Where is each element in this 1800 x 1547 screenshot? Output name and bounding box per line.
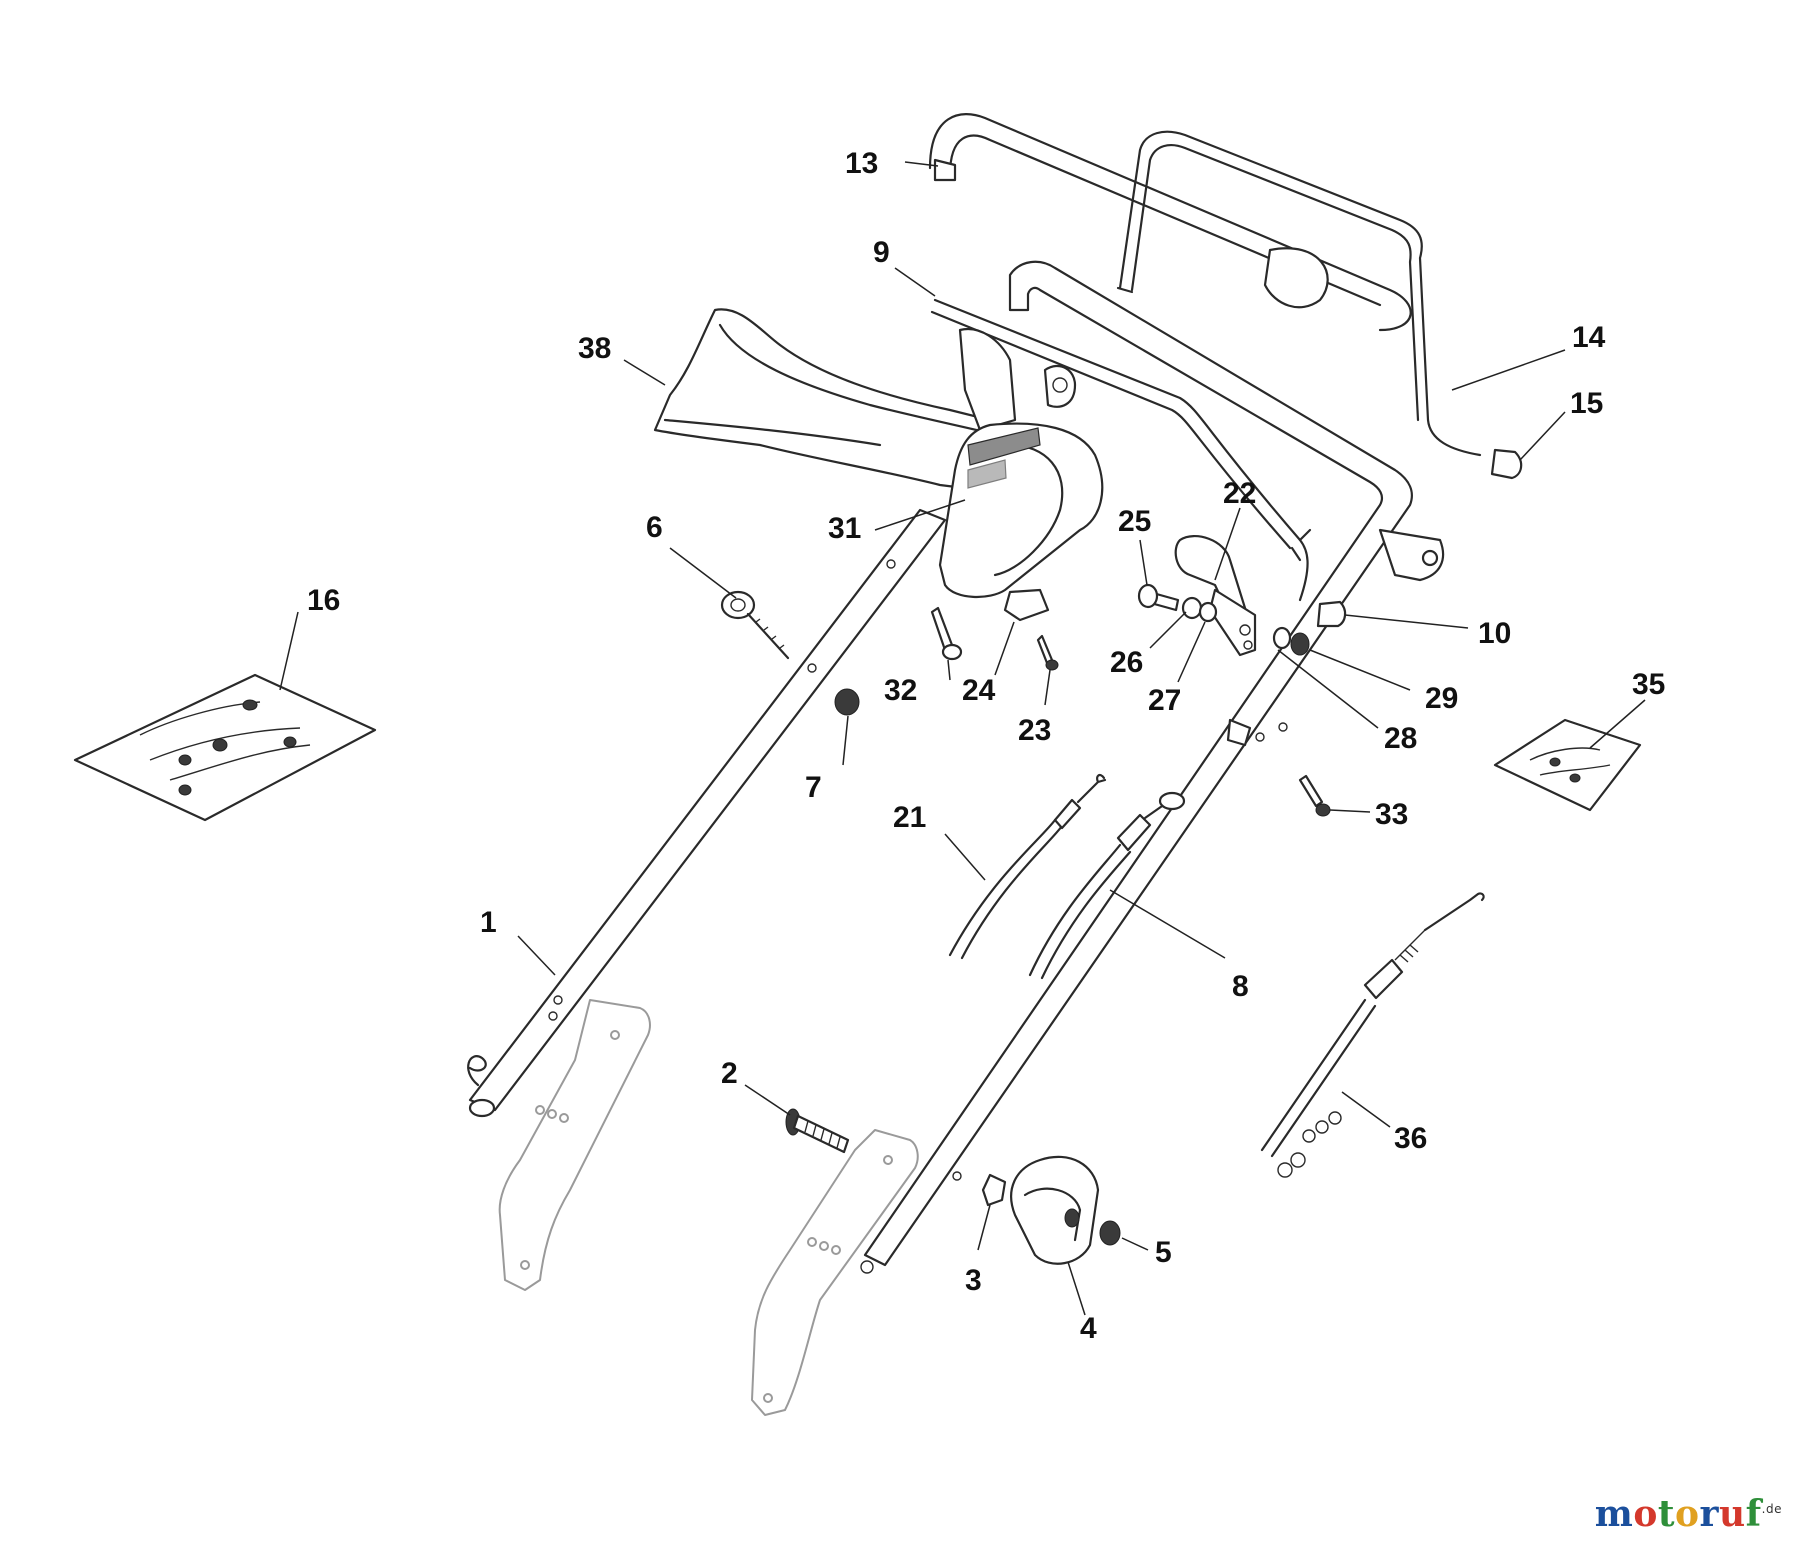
watermark-letter: o bbox=[1675, 1493, 1700, 1535]
callout-7: 7 bbox=[805, 771, 822, 804]
callout-24: 24 bbox=[962, 674, 996, 707]
callout-25: 25 bbox=[1118, 505, 1151, 538]
callout-13: 13 bbox=[845, 147, 878, 180]
upper-handle-bar bbox=[928, 113, 1412, 332]
callout-26: 26 bbox=[1110, 646, 1143, 679]
watermark-letter: u bbox=[1718, 1493, 1746, 1535]
control-cables bbox=[948, 773, 1186, 980]
callout-14: 14 bbox=[1572, 321, 1606, 354]
watermark-letter: m bbox=[1594, 1493, 1634, 1535]
callout-16: 16 bbox=[307, 584, 340, 617]
callout-15: 15 bbox=[1570, 387, 1603, 420]
operator-bail bbox=[1116, 130, 1482, 457]
watermark-suffix: .de bbox=[1761, 1502, 1782, 1516]
callout-21: 21 bbox=[893, 801, 926, 834]
watermark-letter: r bbox=[1699, 1493, 1719, 1535]
callout-33: 33 bbox=[1375, 798, 1408, 831]
callout-22: 22 bbox=[1223, 477, 1256, 510]
callout-35: 35 bbox=[1632, 668, 1665, 701]
drive-cable bbox=[1260, 892, 1485, 1178]
lower-handle-frame bbox=[860, 260, 1445, 1274]
callout-27: 27 bbox=[1148, 684, 1181, 717]
callout-10: 10 bbox=[1478, 617, 1511, 650]
hardware-bag-35 bbox=[1493, 718, 1642, 812]
watermark-letter: f bbox=[1745, 1493, 1762, 1535]
callout-36: 36 bbox=[1394, 1122, 1427, 1155]
watermark-letter: o bbox=[1633, 1493, 1658, 1535]
watermark-logo: motoruf.de bbox=[1595, 1493, 1782, 1535]
callout-32: 32 bbox=[884, 674, 917, 707]
left-side-plate bbox=[498, 999, 651, 1291]
callout-1: 1 bbox=[480, 906, 497, 939]
control-box bbox=[938, 422, 1104, 599]
right-side-plate bbox=[751, 1129, 919, 1416]
brake-lever bbox=[1174, 535, 1257, 657]
leader-lines bbox=[279, 161, 1646, 1316]
callout-5: 5 bbox=[1155, 1236, 1172, 1269]
callout-38: 38 bbox=[578, 332, 611, 365]
callout-2: 2 bbox=[721, 1057, 738, 1090]
callout-9: 9 bbox=[873, 236, 890, 269]
hardware-parts bbox=[720, 448, 1523, 1265]
hardware-bag-16 bbox=[73, 673, 377, 822]
callout-6: 6 bbox=[646, 511, 663, 544]
callout-labels: 13 9 38 14 15 31 6 22 25 16 10 26 32 24 … bbox=[307, 147, 1665, 1345]
watermark-letter: t bbox=[1657, 1493, 1675, 1535]
callout-29: 29 bbox=[1425, 682, 1458, 715]
callout-8: 8 bbox=[1232, 970, 1249, 1003]
callout-23: 23 bbox=[1018, 714, 1051, 747]
left-handle-tube bbox=[467, 508, 947, 1118]
callout-3: 3 bbox=[965, 1264, 982, 1297]
callout-31: 31 bbox=[828, 512, 861, 545]
cable-bracket bbox=[958, 327, 1077, 432]
cable-guide-wire bbox=[930, 298, 1312, 602]
callout-4: 4 bbox=[1080, 1312, 1097, 1345]
callout-28: 28 bbox=[1384, 722, 1417, 755]
